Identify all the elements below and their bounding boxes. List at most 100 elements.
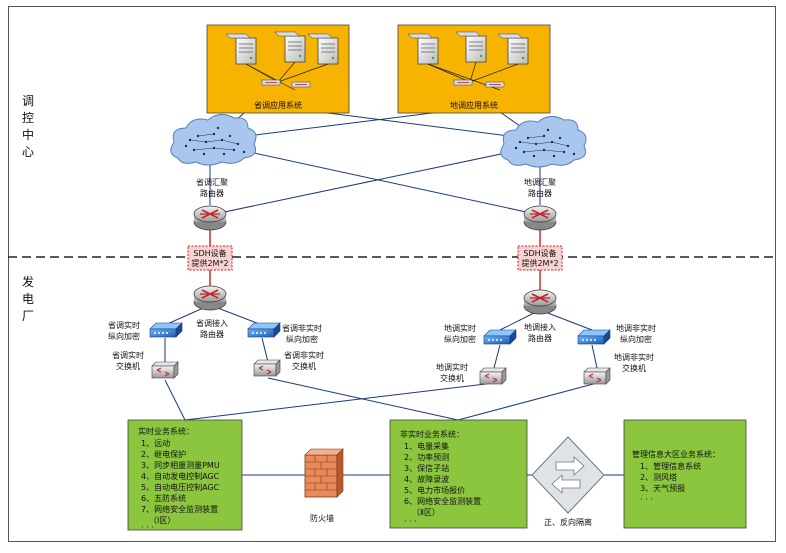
power-plant-label: 发 电 厂 [22, 274, 34, 323]
switch-label: 交换机 [292, 361, 316, 371]
management-zone-box: 管理信息大区业务系统： 1、管理信息系统 2、测风塔 3、天气预报 · · · [623, 419, 747, 529]
firewall: 防火墙 [304, 448, 344, 523]
router-icon [523, 205, 557, 231]
region-char: 电 [22, 292, 34, 306]
switch-label: 地调非实时 [614, 352, 654, 362]
region-char: 控 [22, 111, 34, 125]
control-center-label: 调 控 中 心 [22, 94, 34, 159]
district-nonrealtime-switch: 地调非实时 交换机 [583, 352, 654, 385]
zone-item: · · · [141, 523, 154, 532]
zone-item: （Ⅰ区） [149, 516, 175, 525]
router-icon [523, 289, 557, 315]
switch-icon [583, 367, 611, 385]
encryptor-icon [483, 329, 517, 345]
zone-item: 5、自动电压控制AGC [141, 482, 220, 492]
district-app-system: 地调应用系统 [397, 24, 551, 114]
sdh-device-left: SDH设备 提供2M*2 [187, 245, 233, 271]
zone-item: 1、远动 [141, 438, 170, 448]
router-label: 路由器 [200, 329, 224, 339]
encryptor-label: 纵向加密 [286, 334, 318, 344]
district-realtime-encryptor: 地调实时 纵向加密 [444, 323, 517, 345]
encryptor-label: 纵向加密 [108, 331, 140, 341]
zone-item: 2、继电保护 [141, 449, 186, 459]
provincial-nonrealtime-encryptor: 省调非实时 纵向加密 [247, 322, 322, 344]
zone-item: （Ⅱ区） [412, 508, 440, 517]
region-char: 心 [22, 145, 34, 159]
zone-item: 3、保信子站 [404, 463, 449, 473]
zone-item: 1、电量采集 [404, 441, 449, 451]
provincial-aggregation-router: 省调汇聚 路由器 [193, 177, 228, 231]
zone-item: 5、电力市场报价 [404, 485, 465, 495]
sdh-device-right: SDH设备 提供2M*2 [517, 245, 563, 271]
region-char: 调 [22, 94, 34, 108]
region-char: 发 [22, 274, 34, 289]
router-label: 地调接入 [524, 322, 556, 332]
cloud-icon [170, 114, 257, 166]
router-label: 路由器 [528, 188, 552, 198]
encryptor-label: 地调实时 [444, 323, 476, 333]
encryptor-label: 地调非实时 [616, 323, 656, 333]
isolation-diamond-icon [531, 436, 605, 514]
router-icon [193, 285, 227, 311]
encryptor-icon [149, 322, 183, 338]
isolation-device: 正、反向隔离 [531, 436, 605, 527]
district-nonrealtime-encryptor: 地调非实时 纵向加密 [577, 323, 656, 345]
zone-item: 6、网络安全监测装置 [404, 496, 481, 506]
encryptor-label: 省调实时 [108, 320, 140, 330]
zone-item: 3、同步相量测量PMU [141, 460, 220, 470]
sdh-label: 提供2M*2 [521, 258, 558, 268]
provincial-access-router: 省调接入 路由器 [193, 285, 228, 339]
zone-item: 6、五防系统 [141, 493, 186, 503]
switch-label: 省调非实时 [284, 350, 324, 360]
reverse-arrow-icon [551, 474, 581, 494]
zone-item: 2、测风塔 [640, 472, 677, 482]
sdh-label: SDH设备 [193, 248, 226, 258]
router-label: 路由器 [528, 333, 552, 343]
sdh-label: 提供2M*2 [191, 258, 228, 268]
zone-title: 实时业务系统： [138, 426, 194, 436]
switch-icon [479, 367, 507, 385]
region-char: 厂 [22, 309, 34, 323]
isolation-label: 正、反向隔离 [544, 517, 592, 527]
encryptor-icon [577, 329, 611, 345]
switch-label: 交换机 [116, 361, 140, 371]
zone-item: · · · [404, 517, 417, 526]
realtime-zone-box: 实时业务系统： 1、远动 2、继电保护 3、同步相量测量PMU 4、自动发电控制… [127, 419, 243, 532]
sdh-label: SDH设备 [523, 248, 556, 258]
district-access-router: 地调接入 路由器 [523, 289, 557, 343]
lan-switch-icon [485, 81, 505, 88]
provincial-app-label: 省调应用系统 [254, 100, 302, 110]
provincial-nonrealtime-switch: 省调非实时 交换机 [253, 350, 324, 377]
zone-item: · · · [640, 495, 653, 504]
switch-label: 交换机 [440, 373, 464, 383]
provincial-realtime-switch: 省调实时 交换机 [112, 350, 179, 379]
switch-label: 交换机 [622, 363, 646, 373]
zone-item: 3、天气预报 [640, 483, 685, 493]
provincial-app-system: 省调应用系统 [206, 24, 350, 114]
forward-arrow-icon [555, 456, 585, 476]
router-label: 省调汇聚 [196, 177, 228, 187]
router-label: 地调汇聚 [524, 177, 556, 187]
firewall-label: 防火墙 [310, 513, 334, 523]
zone-item: 2、功率预测 [404, 452, 449, 462]
region-char: 中 [22, 127, 34, 142]
lan-switch-icon [453, 79, 473, 86]
zone-item: 7、网络安全监测装置 [141, 504, 218, 514]
router-icon [193, 205, 227, 231]
switch-label: 省调实时 [112, 350, 144, 360]
zone-title: 管理信息大区业务系统： [632, 449, 720, 459]
lan-switch-icon [291, 81, 311, 88]
encryptor-icon [247, 322, 281, 338]
router-label: 路由器 [200, 188, 224, 198]
cloud-icon [500, 116, 587, 168]
sdh-links [209, 228, 541, 294]
provincial-realtime-encryptor: 省调实时 纵向加密 [108, 320, 183, 341]
switch-icon [253, 359, 281, 377]
encryptor-label: 纵向加密 [444, 334, 476, 344]
diagram-frame [8, 6, 776, 542]
district-app-label: 地调应用系统 [450, 100, 498, 110]
district-aggregation-router: 地调汇聚 路由器 [523, 177, 557, 231]
zone-item: 4、故障录波 [404, 474, 449, 484]
router-label: 省调接入 [196, 318, 228, 328]
